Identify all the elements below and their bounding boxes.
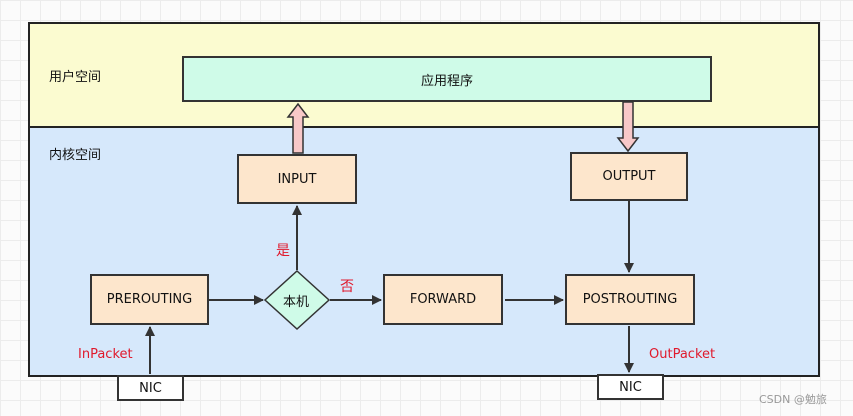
decision-diamond[interactable] xyxy=(263,269,331,331)
kernel-space-region: 内核空间 xyxy=(28,127,820,377)
input-chain-box[interactable]: INPUT xyxy=(237,154,357,204)
hollow-arrow-down xyxy=(616,101,640,153)
prerouting-chain-box[interactable]: PREROUTING xyxy=(90,274,209,325)
output-chain-box[interactable]: OUTPUT xyxy=(570,152,688,201)
in-packet-label: InPacket xyxy=(78,347,133,362)
forward-chain-box[interactable]: FORWARD xyxy=(383,274,503,325)
postrouting-chain-box[interactable]: POSTROUTING xyxy=(565,274,695,325)
user-space-label: 用户空间 xyxy=(49,70,102,85)
hollow-arrow-up xyxy=(286,102,310,154)
kernel-space-label: 内核空间 xyxy=(49,148,102,163)
out-packet-label: OutPacket xyxy=(649,347,716,362)
nic-outbound-box[interactable]: NIC xyxy=(597,374,664,400)
yes-label: 是 xyxy=(276,243,290,259)
watermark: CSDN @勉旅 xyxy=(759,393,827,406)
nic-inbound-box[interactable]: NIC xyxy=(117,375,184,401)
decision-label: 本机 xyxy=(282,294,309,310)
no-label: 否 xyxy=(340,279,354,295)
application-box[interactable]: 应用程序 xyxy=(182,56,712,102)
